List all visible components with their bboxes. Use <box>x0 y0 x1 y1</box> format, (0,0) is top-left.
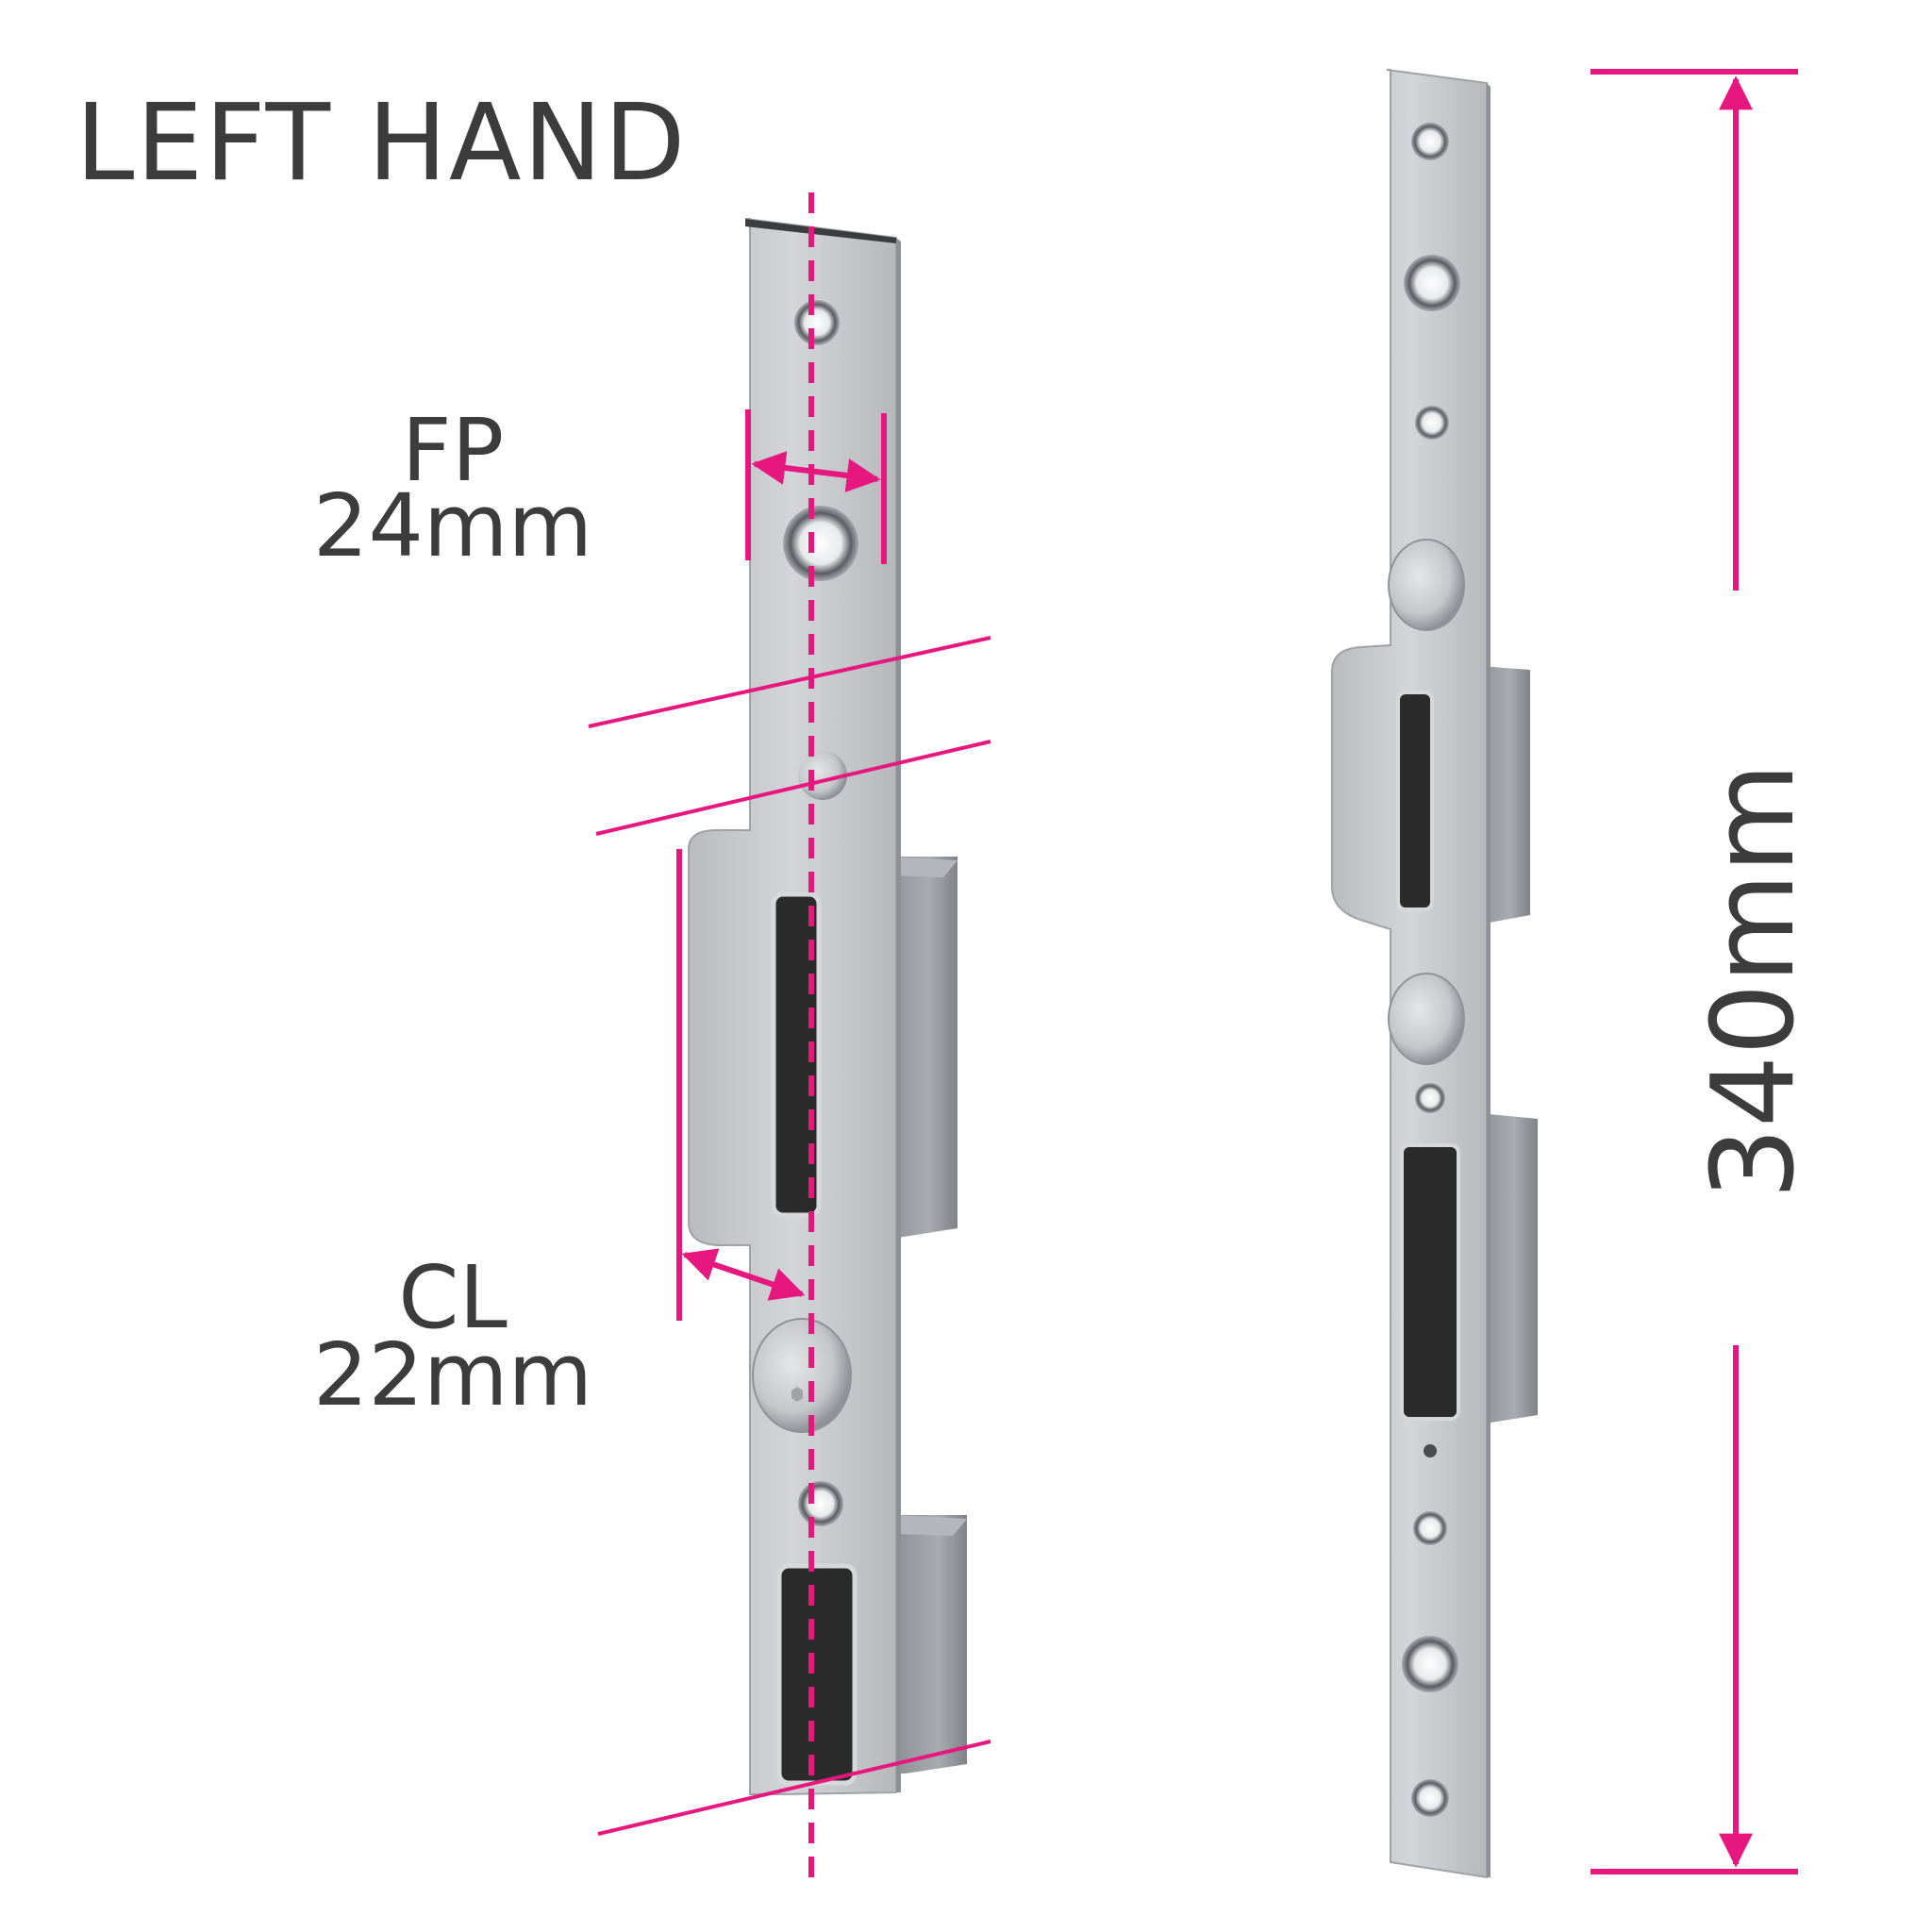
plate-edge <box>1487 83 1491 1877</box>
screw-hole-2 <box>1415 406 1449 440</box>
fp-dimension-value: 24mm <box>312 475 593 576</box>
t15-screw-head-lower <box>1388 973 1465 1065</box>
fixing-hole <box>783 506 858 581</box>
plate-face <box>1331 69 1488 1879</box>
top-screw-hole <box>794 300 840 345</box>
length-dimension-value: 340mm <box>1689 762 1820 1200</box>
cl-dimension-value: 22mm <box>312 1324 593 1425</box>
lower-keep-box <box>1479 1113 1538 1424</box>
fixing-hole-2 <box>1402 1636 1458 1692</box>
fp-dimension-label: FP <box>401 400 505 501</box>
t15-screw-head-upper <box>1388 539 1465 631</box>
length-dimension <box>1591 69 1798 1874</box>
screw-hole-3 <box>1415 1083 1445 1113</box>
screw-hole-4 <box>1413 1511 1447 1545</box>
lower-keep-box <box>896 1515 967 1774</box>
upper-keep-box-top <box>887 857 958 877</box>
lower-slot <box>1400 1143 1460 1421</box>
cl-dimension-label: CL <box>398 1247 508 1348</box>
plate-edge <box>896 238 901 1792</box>
screw-hole-1 <box>1411 123 1449 160</box>
upper-slot <box>771 891 822 1218</box>
cl-dimension <box>676 849 806 1321</box>
page-title: LEFT HAND <box>75 82 688 205</box>
t15-screw-head <box>752 1318 852 1433</box>
right-strike-plate <box>1331 69 1538 1879</box>
upper-keep-box <box>1479 666 1530 924</box>
screw-hole-5 <box>1411 1779 1449 1817</box>
upper-keep-box <box>887 857 958 1238</box>
section-break-lines <box>588 636 991 1836</box>
lower-screw-hole <box>798 1481 843 1526</box>
fixing-hole-1 <box>1404 255 1460 311</box>
lower-keep-box-top <box>896 1515 967 1536</box>
plate-top-edge <box>745 219 896 243</box>
left-strike-plate <box>688 218 967 1795</box>
fp-dimension <box>745 409 887 564</box>
lower-slot <box>776 1563 858 1786</box>
upper-slot <box>1396 691 1434 911</box>
pin-hole <box>1424 1444 1437 1457</box>
